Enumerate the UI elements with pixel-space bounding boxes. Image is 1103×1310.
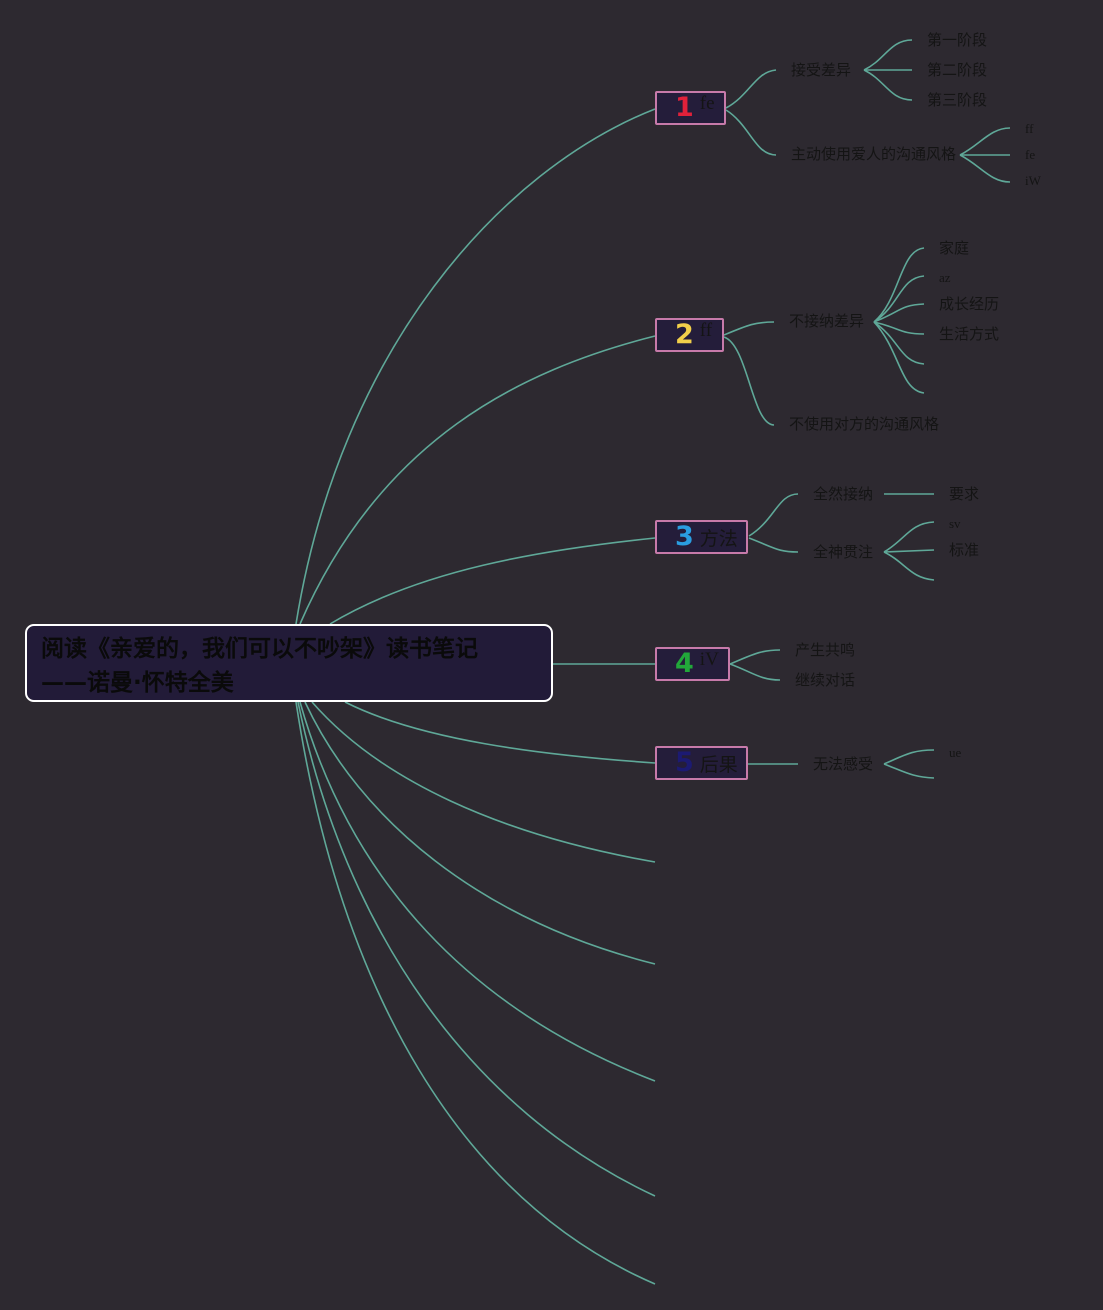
branch-5-number: 5 bbox=[675, 747, 694, 778]
edge-notaccept-empty2 bbox=[873, 321, 925, 394]
edge-root-empty-4 bbox=[297, 701, 656, 1197]
edge-root-empty-2 bbox=[304, 701, 656, 965]
edge-active-ff bbox=[959, 127, 1011, 156]
branch-4-label: iV bbox=[699, 649, 719, 670]
edge-root-empty-3 bbox=[299, 701, 656, 1082]
branch-5-node[interactable]: 5 后果 bbox=[655, 746, 748, 780]
edge-b4-continue bbox=[729, 663, 781, 681]
edge-cannotfeel-empty bbox=[883, 763, 935, 779]
edge-root-empty-1 bbox=[311, 701, 656, 863]
branch-2-node[interactable]: 2 ff bbox=[655, 318, 724, 352]
topic-az[interactable]: az bbox=[939, 270, 951, 285]
topic-fe[interactable]: fe bbox=[1025, 147, 1036, 162]
branch-2-number: 2 bbox=[675, 319, 694, 350]
topic-use-partner-style[interactable]: 主动使用爱人的沟通风格 bbox=[791, 147, 957, 163]
edge-root-branch-2 bbox=[299, 335, 656, 625]
topic-family[interactable]: 家庭 bbox=[939, 241, 970, 257]
edge-notaccept-empty1 bbox=[873, 321, 925, 365]
topic-continue-dialogue[interactable]: 继续对话 bbox=[795, 673, 856, 689]
branch-3-node[interactable]: 3 方法 bbox=[655, 520, 748, 554]
edge-root-branch-5 bbox=[344, 701, 656, 764]
branch-4-node[interactable]: 4 iV bbox=[655, 647, 730, 681]
edge-active-iw bbox=[959, 154, 1011, 183]
topic-cannot-feel[interactable]: 无法感受 bbox=[813, 757, 874, 773]
edge-notaccept-az bbox=[873, 275, 925, 323]
branch-3-number: 3 bbox=[675, 521, 694, 552]
root-title-line-2: ——诺曼·怀特全美 bbox=[41, 670, 234, 696]
topic-standard[interactable]: 标准 bbox=[949, 543, 980, 559]
topic-ue[interactable]: ue bbox=[949, 745, 962, 760]
topic-lifestyle[interactable]: 生活方式 bbox=[939, 327, 1000, 343]
edge-root-empty-5 bbox=[295, 701, 656, 1285]
edge-b1-active bbox=[725, 109, 777, 156]
topic-full-acceptance[interactable]: 全然接纳 bbox=[813, 487, 874, 503]
topic-resonance[interactable]: 产生共鸣 bbox=[795, 643, 856, 659]
branch-1-label: fe bbox=[699, 93, 715, 114]
edge-notaccept-family bbox=[873, 247, 925, 323]
edge-accept-stage1 bbox=[863, 39, 913, 71]
root-node[interactable]: 阅读《亲爱的，我们可以不吵架》读书笔记 ——诺曼·怀特全美 bbox=[25, 624, 553, 702]
edge-b2-notuse bbox=[723, 336, 775, 426]
edge-b3-accept-all bbox=[748, 493, 799, 537]
topic-full-attention[interactable]: 全神贯注 bbox=[813, 545, 874, 561]
branch-1-number: 1 bbox=[675, 92, 694, 123]
edge-cannotfeel-ue bbox=[883, 749, 935, 765]
edge-attention-standard bbox=[883, 549, 935, 553]
branch-5-label: 后果 bbox=[699, 754, 738, 776]
edge-b1-accept bbox=[725, 69, 777, 109]
topic-not-accept-difference[interactable]: 不接纳差异 bbox=[789, 314, 865, 330]
root-title-line-1: 阅读《亲爱的，我们可以不吵架》读书笔记 bbox=[41, 636, 478, 662]
edge-attention-sv bbox=[883, 521, 935, 553]
branch-1-node[interactable]: 1 fe bbox=[655, 91, 726, 125]
edge-attention-empty bbox=[883, 551, 935, 581]
edge-notaccept-growth bbox=[873, 303, 925, 323]
topic-accept-difference[interactable]: 接受差异 bbox=[791, 63, 852, 79]
topic-not-use-partner-style[interactable]: 不使用对方的沟通风格 bbox=[789, 417, 940, 433]
topic-ff[interactable]: ff bbox=[1025, 121, 1034, 136]
topic-iw[interactable]: iW bbox=[1025, 173, 1041, 188]
topic-stage-3[interactable]: 第三阶段 bbox=[927, 93, 988, 109]
topic-sv[interactable]: sv bbox=[949, 516, 961, 531]
edge-notaccept-life bbox=[873, 321, 925, 335]
edge-root-branch-1 bbox=[295, 108, 656, 625]
branch-3-label: 方法 bbox=[699, 528, 738, 550]
topic-growth-experience[interactable]: 成长经历 bbox=[939, 297, 1000, 313]
edge-b4-resonance bbox=[729, 649, 781, 665]
topic-stage-1[interactable]: 第一阶段 bbox=[927, 33, 988, 49]
edge-accept-stage3 bbox=[863, 69, 913, 101]
branch-4-number: 4 bbox=[675, 648, 694, 679]
edge-b3-attention bbox=[748, 537, 799, 553]
connector-lines bbox=[295, 39, 1011, 1285]
edge-b2-notaccept bbox=[723, 321, 775, 336]
topic-demand[interactable]: 要求 bbox=[949, 487, 980, 503]
branch-2-label: ff bbox=[699, 320, 713, 341]
edge-root-branch-3 bbox=[329, 537, 656, 625]
topic-stage-2[interactable]: 第二阶段 bbox=[927, 63, 988, 79]
